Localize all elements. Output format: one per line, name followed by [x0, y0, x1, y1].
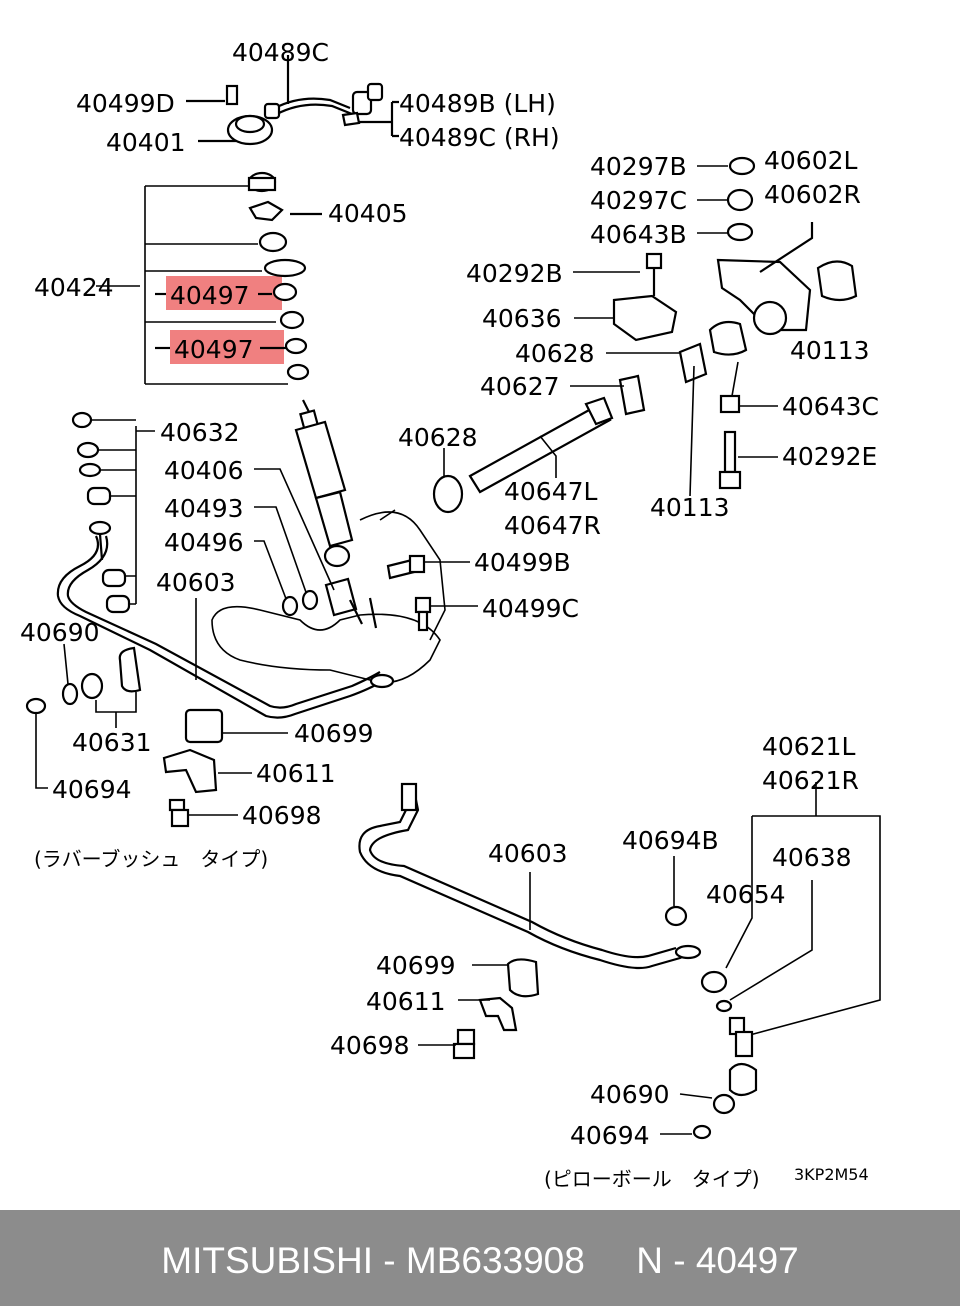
- bolts-40499: [386, 554, 478, 632]
- footer-bar: MITSUBISHI - MB633908 N - 40497: [0, 1210, 960, 1306]
- right-upper-assembly: [570, 156, 858, 497]
- lower-arm: [211, 509, 446, 684]
- label-40297B: 40297B: [590, 152, 687, 181]
- label-40489B-LH: 40489B (LH): [399, 89, 556, 118]
- label-40297C: 40297C: [590, 186, 687, 215]
- label-40643B: 40643B: [590, 220, 687, 249]
- clamp-parts-rubber: [162, 708, 288, 828]
- label-40489C-RH: 40489C (RH): [399, 123, 560, 152]
- label-40631: 40631: [72, 728, 152, 757]
- label-40493: 40493: [164, 494, 244, 523]
- label-40499C: 40499C: [482, 594, 579, 623]
- label-40699-b: 40699: [376, 951, 456, 980]
- label-40621L: 40621L: [762, 732, 856, 761]
- label-40627: 40627: [480, 372, 560, 401]
- label-40603-b: 40603: [488, 839, 568, 868]
- label-40602R: 40602R: [764, 180, 861, 209]
- label-40690-b: 40690: [590, 1080, 670, 1109]
- stabilizer-bush-stack: [71, 411, 155, 614]
- label-40636: 40636: [482, 304, 562, 333]
- label-40113-b: 40113: [650, 493, 730, 522]
- label-40621R: 40621R: [762, 766, 859, 795]
- parts-diagram: 40489C 40499D 40489B (LH) 40489C (RH) 40…: [20, 38, 881, 1191]
- label-40628-b: 40628: [398, 423, 478, 452]
- label-40497-b: 40497: [174, 335, 254, 364]
- label-40694-b: 40694: [570, 1121, 650, 1150]
- label-40698-b: 40698: [330, 1031, 410, 1060]
- label-40611-b: 40611: [366, 987, 446, 1016]
- label-40499B: 40499B: [474, 548, 571, 577]
- left-link-parts: [25, 643, 142, 789]
- label-40647L: 40647L: [504, 477, 598, 506]
- label-40698-a: 40698: [242, 801, 322, 830]
- label-40632: 40632: [160, 418, 240, 447]
- bracket-40424: [96, 185, 288, 385]
- stabilizer-link-pillow: [660, 782, 881, 1140]
- label-40489C-top: 40489C: [232, 38, 329, 67]
- drawing-code: 3KP2M54: [794, 1165, 869, 1184]
- clamp-parts-pillow: [418, 856, 688, 1060]
- label-40611-a: 40611: [256, 759, 336, 788]
- label-40496: 40496: [164, 528, 244, 557]
- label-40401: 40401: [106, 128, 186, 157]
- label-40499D: 40499D: [76, 89, 175, 118]
- label-40643C: 40643C: [782, 392, 879, 421]
- label-40292B: 40292B: [466, 259, 563, 288]
- label-40654: 40654: [706, 880, 786, 909]
- shock-absorber: [294, 399, 358, 617]
- label-40699-a: 40699: [294, 719, 374, 748]
- label-40497-a: 40497: [170, 281, 250, 310]
- label-40647R: 40647R: [504, 511, 601, 540]
- tie-rod: [432, 396, 614, 514]
- label-40690-a: 40690: [20, 618, 100, 647]
- label-40638: 40638: [772, 843, 852, 872]
- harness-assembly: [186, 55, 399, 146]
- part-labels: 40489C 40499D 40489B (LH) 40489C (RH) 40…: [20, 38, 879, 1191]
- label-40694-a: 40694: [52, 775, 132, 804]
- label-40628-a: 40628: [515, 339, 595, 368]
- label-40406: 40406: [164, 456, 244, 485]
- label-40292E: 40292E: [782, 442, 877, 471]
- label-40602L: 40602L: [764, 146, 858, 175]
- shock-top-parts: [247, 171, 322, 381]
- label-rubber-bush-type: (ラバーブッシュ タイプ): [34, 847, 268, 871]
- label-40113-a: 40113: [790, 336, 870, 365]
- stabilizer-bar-rubber: [56, 535, 395, 719]
- footer-part-number: MITSUBISHI - MB633908 N - 40497: [161, 1240, 799, 1281]
- label-40405: 40405: [328, 199, 408, 228]
- stabilizer-bar-pillow: [358, 782, 702, 970]
- label-40694B: 40694B: [622, 826, 719, 855]
- label-40603-a: 40603: [156, 568, 236, 597]
- label-40424: 40424: [34, 273, 114, 302]
- label-pillow-ball-type: (ピローボール タイプ): [544, 1167, 760, 1191]
- shock-leaders: [254, 468, 335, 617]
